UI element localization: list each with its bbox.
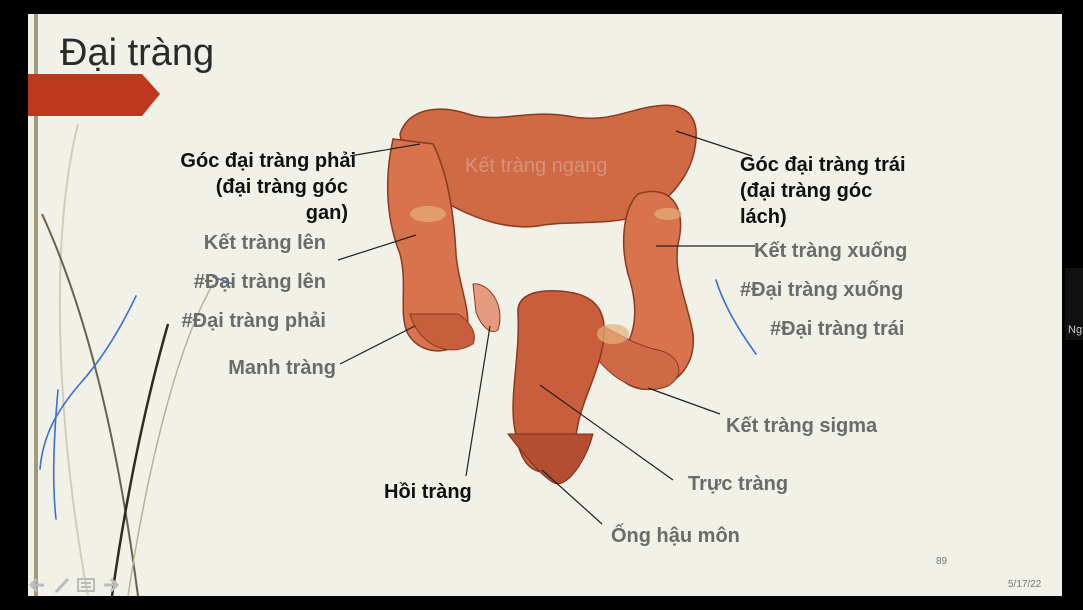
- title-accent-arrow: [28, 74, 160, 116]
- label-ket-trang-sigma: Kết tràng sigma: [726, 415, 878, 437]
- arrow-right-icon[interactable]: [100, 574, 120, 596]
- label-ong-hau-mon: Ống hậu môn: [611, 525, 740, 547]
- side-panel-label: Ng: [1068, 324, 1083, 336]
- presentation-slide: Đại tràng Kết tràng ngang Góc đại tràng …: [28, 14, 1062, 596]
- label-ket-trang-ngang: Kết tràng ngang: [465, 155, 608, 177]
- arrow-left-icon[interactable]: [28, 574, 48, 596]
- label-goc-dai-trang-phai-2: (đại tràng góc: [215, 176, 348, 198]
- leader-lines: [337, 130, 755, 525]
- label-hoi-trang: Hồi tràng: [384, 481, 472, 503]
- label-goc-dai-trang-phai-3: gan): [305, 202, 348, 224]
- label-truc-trang: Trực tràng: [688, 473, 789, 495]
- label-dai-trang-phai: #Đại tràng phải: [181, 310, 326, 332]
- pen-icon[interactable]: [52, 574, 72, 596]
- colon-illustration: [386, 104, 697, 485]
- label-goc-dai-trang-trai-1: Góc đại tràng trái: [740, 154, 906, 176]
- slide-date: 5/17/22: [1008, 579, 1042, 590]
- label-goc-dai-trang-trai-3: lách): [740, 206, 787, 228]
- slideshow-toolbar: [28, 574, 124, 596]
- label-goc-dai-trang-phai-1: Góc đại tràng phải: [180, 150, 356, 172]
- label-goc-dai-trang-trai-2: (đại tràng góc: [740, 180, 873, 202]
- pen-annotations: [39, 276, 757, 520]
- side-panel-tab[interactable]: Ng: [1065, 268, 1083, 340]
- slide-graphics: [28, 14, 757, 596]
- label-manh-trang: Manh tràng: [228, 357, 336, 379]
- label-dai-trang-len: #Đại tràng lên: [193, 271, 326, 293]
- slide-title: Đại tràng: [60, 32, 215, 74]
- label-dai-trang-xuong: #Đại tràng xuống: [740, 279, 904, 301]
- slide-page-number: 89: [936, 556, 948, 567]
- label-dai-trang-trai: #Đại tràng trái: [770, 318, 905, 340]
- label-ket-trang-len: Kết tràng lên: [203, 232, 326, 254]
- label-ket-trang-xuong: Kết tràng xuống: [754, 240, 908, 262]
- menu-icon[interactable]: [76, 574, 96, 596]
